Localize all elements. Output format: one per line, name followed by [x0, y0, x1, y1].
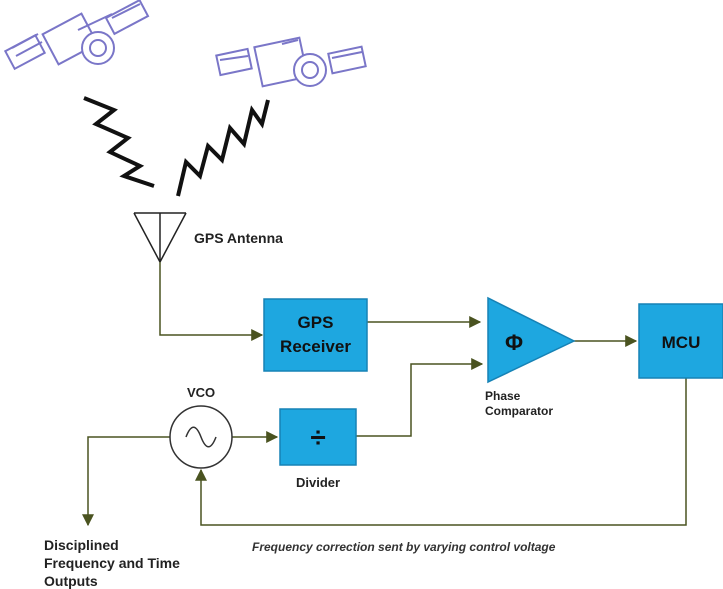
gps-antenna-label: GPS Antenna [194, 230, 283, 246]
phase-symbol: Φ [505, 330, 523, 355]
signal-wires [82, 262, 687, 527]
vco-oscillator: VCO [169, 385, 233, 469]
divider-label: Divider [296, 475, 340, 490]
phase-comparator-label-line2: Comparator [485, 404, 553, 418]
antenna-icon [133, 212, 187, 263]
phase-comparator-label-line1: Phase [485, 389, 521, 403]
gps-receiver-block: GPS Receiver [263, 298, 368, 372]
phase-comparator-block: Φ Phase Comparator [485, 296, 576, 418]
gps-receiver-label-line2: Receiver [280, 337, 351, 356]
signal-zigzag-right [176, 99, 270, 197]
outputs-label: Disciplined Frequency and Time Outputs [44, 537, 180, 589]
divider-symbol: ÷ [310, 422, 325, 453]
outputs-label-line2: Frequency and Time [44, 555, 180, 571]
divider-block: ÷ Divider [279, 408, 357, 490]
mcu-label: MCU [662, 333, 701, 352]
feedback-caption: Frequency correction sent by varying con… [252, 540, 556, 554]
mcu-block: MCU [638, 303, 723, 379]
outputs-label-line3: Outputs [44, 573, 98, 589]
satellite-right-icon [215, 36, 367, 88]
sine-wave-icon [185, 426, 217, 448]
vco-label: VCO [187, 385, 215, 400]
satellite-left-icon [3, 0, 150, 71]
outputs-label-line1: Disciplined [44, 537, 119, 553]
gps-receiver-label-line1: GPS [298, 313, 334, 332]
signal-zigzag-left [83, 96, 155, 188]
